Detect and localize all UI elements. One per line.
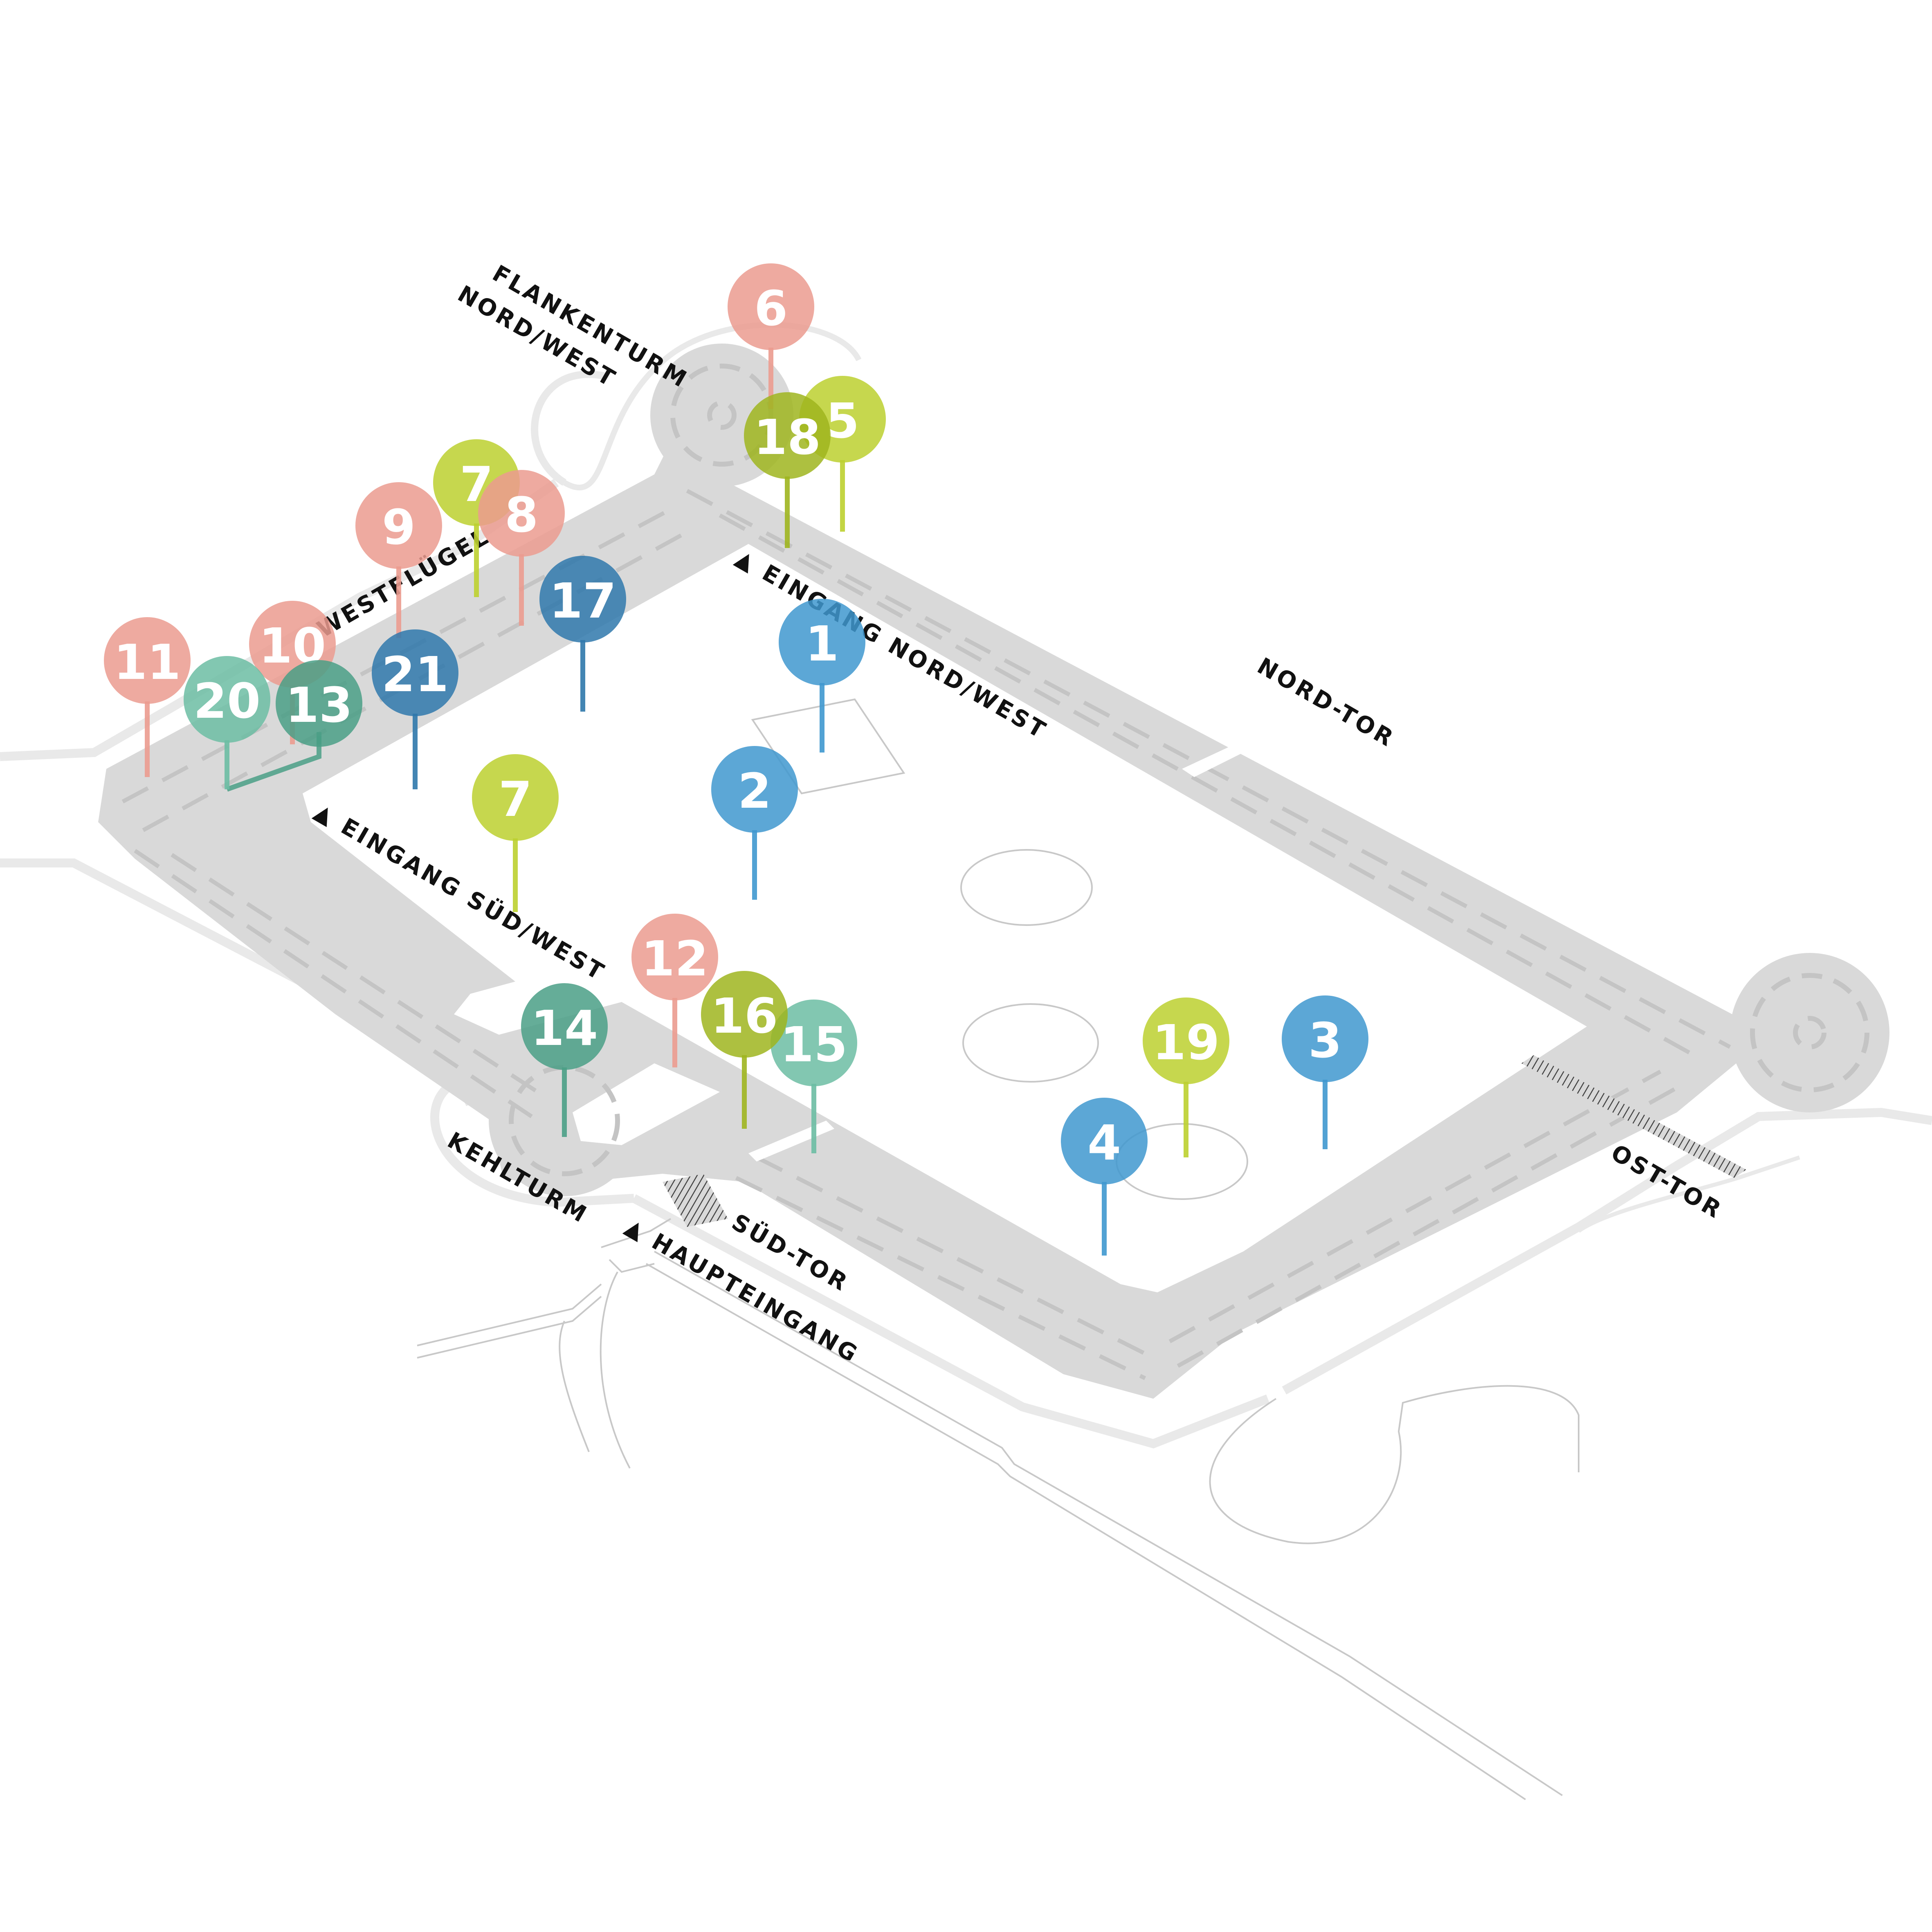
marker-4[interactable]: 4: [1061, 1098, 1148, 1256]
marker-17[interactable]: 17: [539, 556, 626, 712]
marker-circle[interactable]: [728, 263, 814, 350]
marker-12[interactable]: 12: [631, 914, 718, 1067]
marker-circle[interactable]: [276, 660, 362, 747]
label-nord-tor: NORD-TOR: [1253, 653, 1400, 753]
marker-number: 11: [114, 634, 181, 690]
marker-number: 1: [805, 616, 839, 672]
marker-circle[interactable]: [631, 914, 718, 1000]
marker-number: 20: [193, 673, 261, 729]
marker-21[interactable]: 21: [372, 629, 458, 789]
marker-3[interactable]: 3: [1282, 995, 1368, 1149]
marker-16[interactable]: 16: [701, 971, 788, 1129]
marker-circle[interactable]: [701, 971, 788, 1058]
marker-circle[interactable]: [478, 470, 565, 557]
marker-circle[interactable]: [372, 629, 458, 716]
marker-20[interactable]: 20: [184, 656, 270, 789]
marker-number: 8: [505, 487, 538, 543]
marker-circle[interactable]: [521, 983, 608, 1070]
marker-number: 13: [285, 677, 353, 733]
marker-circle[interactable]: [744, 392, 831, 479]
marker-number: 12: [641, 930, 708, 987]
marker-circle[interactable]: [779, 599, 865, 685]
marker-number: 15: [780, 1016, 847, 1073]
marker-18[interactable]: 18: [744, 392, 831, 548]
marker-number: 2: [738, 763, 771, 819]
marker-number: 7: [499, 771, 532, 827]
marker-circle[interactable]: [1143, 997, 1229, 1084]
marker-number: 9: [382, 499, 416, 555]
marker-6[interactable]: 6: [728, 263, 814, 409]
marker-13[interactable]: 13: [276, 660, 362, 747]
marker-circle[interactable]: [771, 1000, 857, 1086]
marker-number: 14: [531, 1000, 598, 1056]
marker-15[interactable]: 15: [771, 1000, 857, 1153]
marker-number: 3: [1308, 1012, 1342, 1069]
marker-2[interactable]: 2: [711, 746, 798, 900]
marker-circle[interactable]: [711, 746, 798, 833]
marker-number: 19: [1152, 1014, 1220, 1071]
marker-number: 16: [711, 988, 778, 1044]
thin-road-lines: [417, 1218, 1579, 1800]
marker-1[interactable]: 1: [779, 599, 865, 753]
marker-number: 4: [1087, 1114, 1121, 1171]
marker-7[interactable]: 7: [472, 754, 559, 912]
marker-11[interactable]: 11: [104, 617, 191, 777]
marker-9[interactable]: 9: [355, 482, 442, 638]
marker-circle[interactable]: [539, 556, 626, 643]
marker-19[interactable]: 19: [1143, 997, 1229, 1157]
marker-number: 18: [754, 409, 821, 465]
marker-number: 21: [382, 646, 449, 703]
marker-number: 5: [826, 393, 859, 449]
marker-circle[interactable]: [104, 617, 191, 704]
marker-14[interactable]: 14: [521, 983, 608, 1137]
gates: [663, 740, 1746, 1227]
marker-circle[interactable]: [355, 482, 442, 569]
building-detail-lines: [121, 489, 1731, 1380]
marker-circle[interactable]: [472, 754, 559, 841]
marker-number: 17: [549, 573, 616, 629]
marker-circle[interactable]: [1061, 1098, 1148, 1184]
marker-circle[interactable]: [184, 656, 270, 743]
marker-number: 6: [754, 280, 788, 337]
marker-circle[interactable]: [1282, 995, 1368, 1082]
marker-8[interactable]: 8: [478, 470, 565, 626]
